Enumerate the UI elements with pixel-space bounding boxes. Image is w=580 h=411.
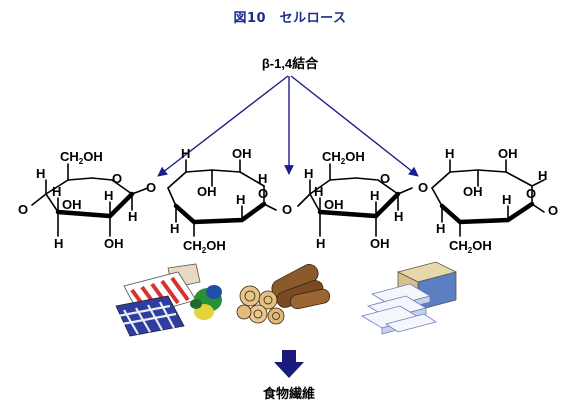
terminal-oxygen: O xyxy=(18,202,28,217)
ring-4-labels: H OH OH H H H O O CH2OH xyxy=(436,146,558,255)
bond-label: β-1,4結合 xyxy=(262,56,319,71)
glucose-ring-2 xyxy=(167,159,277,237)
ch2oh-label: CH2OH xyxy=(183,238,226,255)
oh-group: OH xyxy=(498,146,518,161)
h-atom: H xyxy=(236,192,245,207)
paper-box-icon xyxy=(360,261,458,335)
h-atom: H xyxy=(436,221,445,236)
down-arrow-icon xyxy=(274,350,304,378)
ring-oxygen: O xyxy=(112,171,122,186)
ring-3-labels: CH2OH O H H OH H H OH H O xyxy=(304,149,428,251)
glycosidic-oxygen: O xyxy=(146,180,156,195)
h-atom: H xyxy=(170,221,179,236)
result-label: 食物繊維 xyxy=(263,386,315,401)
ring-oxygen: O xyxy=(380,171,390,186)
cloth-fabric-icon xyxy=(115,263,222,337)
h-atom: H xyxy=(258,171,267,186)
h-atom: H xyxy=(181,146,190,161)
h-atom: H xyxy=(128,209,137,224)
ring-2-labels: H OH OH H H H O CH2OH O xyxy=(170,146,292,255)
h-atom: H xyxy=(316,236,325,251)
glucose-ring-3 xyxy=(297,163,413,237)
ch2oh-label: CH2OH xyxy=(60,149,103,166)
ring-1-labels: CH2OH O H O H OH H H OH H O xyxy=(18,149,156,251)
h-atom: H xyxy=(502,192,511,207)
h-atom: H xyxy=(538,168,547,183)
oh-group: OH xyxy=(62,197,82,212)
h-atom: H xyxy=(314,184,323,199)
oh-group: OH xyxy=(232,146,252,161)
ch2oh-label: CH2OH xyxy=(322,149,365,166)
h-atom: H xyxy=(304,166,313,181)
oh-group: OH xyxy=(324,197,344,212)
h-atom: H xyxy=(445,146,454,161)
oh-group: OH xyxy=(370,236,390,251)
ring-oxygen: O xyxy=(258,186,268,201)
wooden-logs-icon xyxy=(236,264,331,325)
h-atom: H xyxy=(52,184,61,199)
arrow-to-bond-1 xyxy=(157,75,289,177)
oh-group: OH xyxy=(197,184,217,199)
ring-oxygen: O xyxy=(526,186,536,201)
ch2oh-label: CH2OH xyxy=(449,238,492,255)
h-atom: H xyxy=(370,188,379,203)
h-atom: H xyxy=(54,236,63,251)
oh-group: OH xyxy=(104,236,124,251)
arrow-to-bond-3 xyxy=(290,75,419,177)
figure-title: 図10 セルロース xyxy=(233,11,347,26)
bond-arrows xyxy=(157,75,419,177)
glycosidic-oxygen: O xyxy=(418,180,428,195)
terminal-oxygen: O xyxy=(548,203,558,218)
glucose-ring-1 xyxy=(31,163,149,237)
glucose-ring-4 xyxy=(431,159,545,237)
oh-group: OH xyxy=(463,184,483,199)
h-atom: H xyxy=(394,209,403,224)
h-atom: H xyxy=(104,188,113,203)
h-atom: H xyxy=(36,166,45,181)
glycosidic-oxygen: O xyxy=(282,202,292,217)
